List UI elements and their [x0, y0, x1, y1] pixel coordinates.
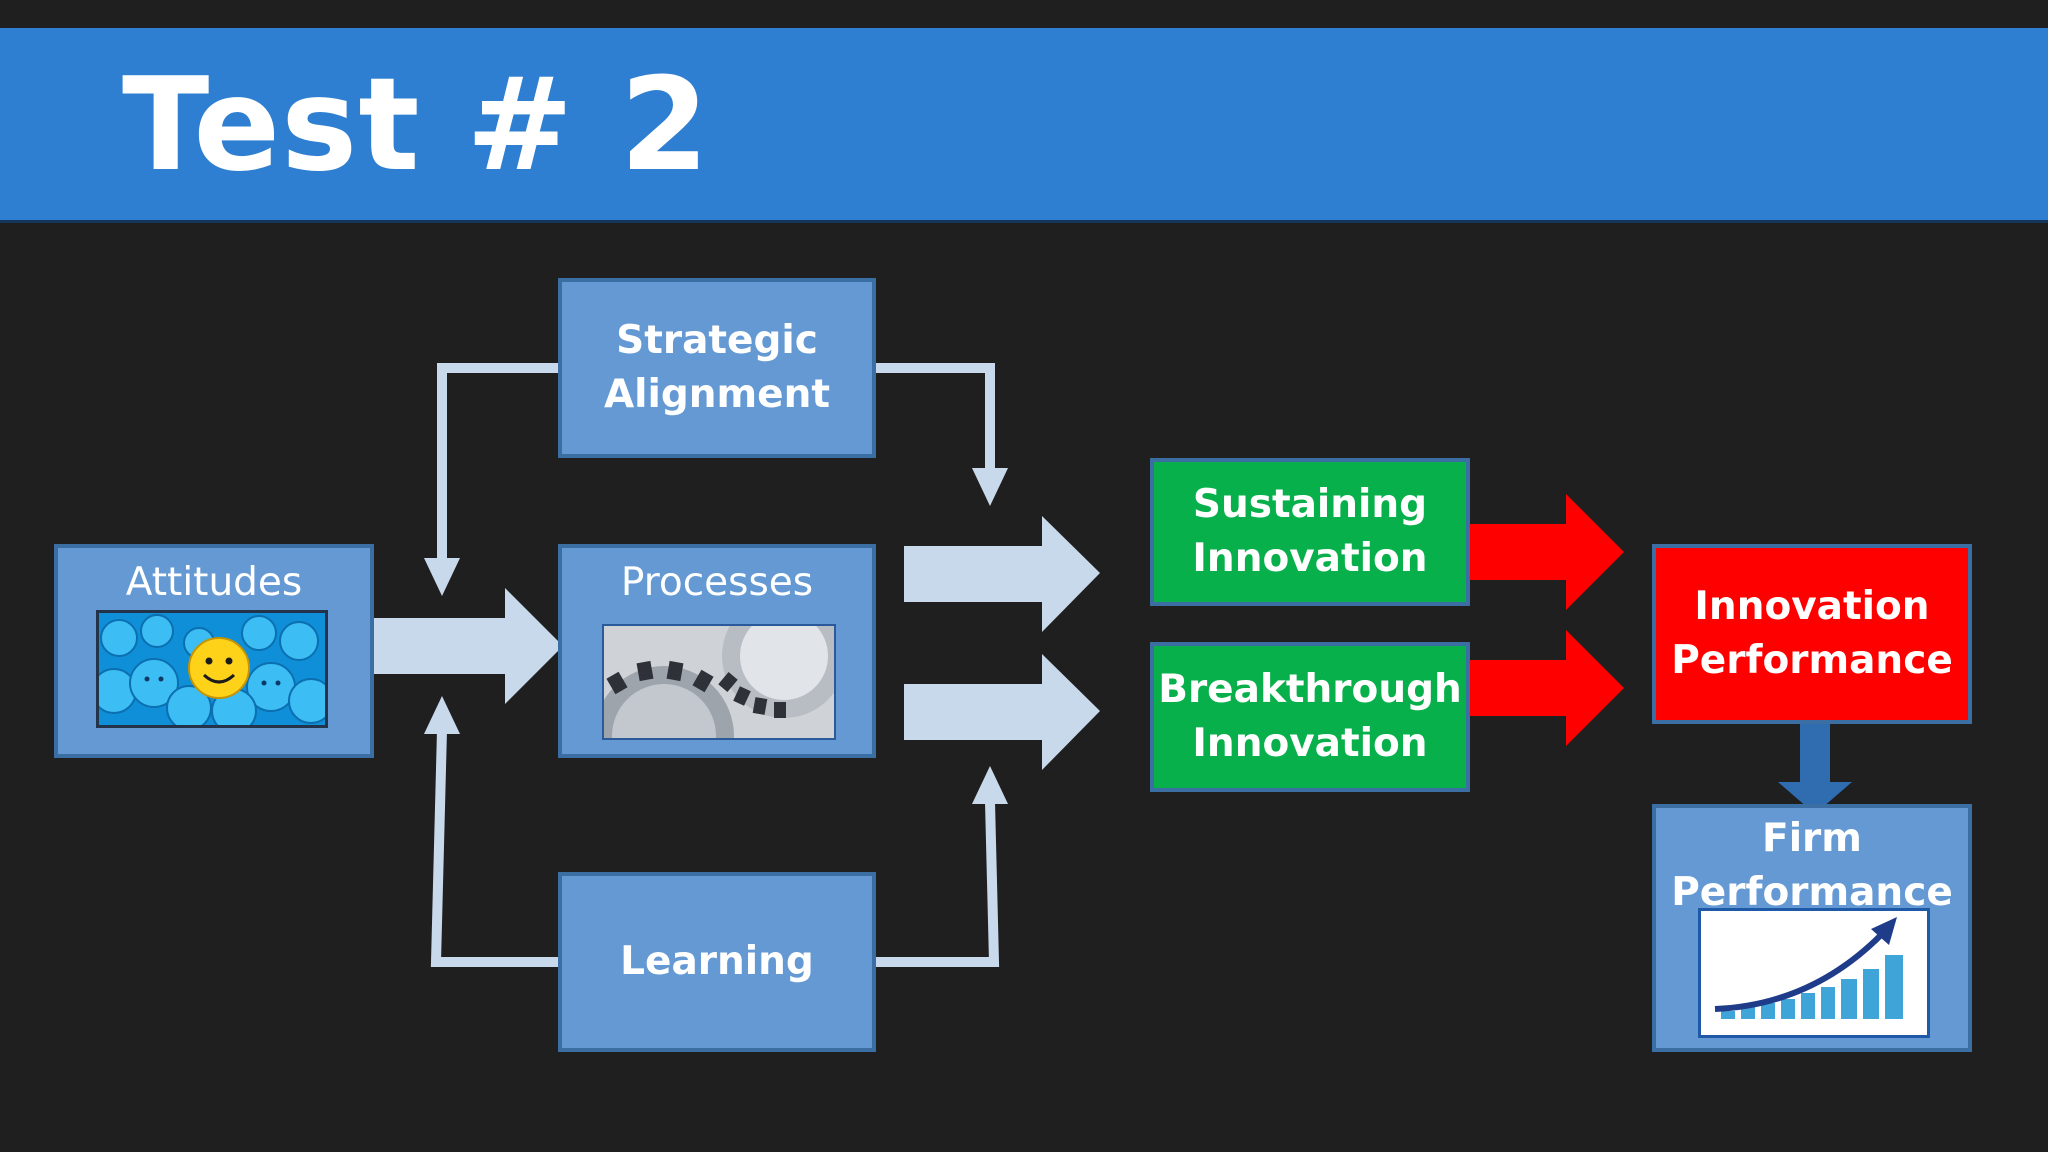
connector-strategic-to-innovation: [876, 363, 995, 470]
growth-chart-graphic: [1701, 911, 1927, 1035]
connector-strategic-to-processes-head: [424, 558, 460, 596]
node-innovation-performance-label: Innovation Performance: [1671, 584, 1953, 683]
gears-graphic: [604, 626, 834, 738]
node-sustaining-innovation-label: Sustaining Innovation: [1192, 482, 1428, 581]
connector-learning-to-processes: [430, 729, 558, 967]
node-innovation-performance: Innovation Performance: [1652, 544, 1972, 724]
arrow-sustaining-to-performance: [1470, 494, 1624, 610]
node-attitudes: Attitudes: [54, 544, 374, 758]
arrow-innovation-to-firm: [1778, 695, 1852, 814]
smiley-crowd-image: [96, 610, 328, 728]
connector-strategic-to-innovation-head: [972, 468, 1008, 506]
growth-chart-image: [1698, 908, 1930, 1038]
arrow-breakthrough-to-performance: [1470, 630, 1624, 746]
node-attitudes-label: Attitudes: [125, 560, 303, 605]
title-band: [0, 28, 2048, 223]
node-learning-label: Learning: [620, 939, 814, 984]
connector-learning-to-processes-head: [424, 696, 460, 734]
smiley-crowd-graphic: [99, 613, 325, 725]
arrow-processes-to-sustaining: [904, 516, 1100, 632]
node-firm-performance: Firm Performance: [1652, 804, 1972, 1052]
arrow-processes-to-breakthrough: [904, 654, 1100, 770]
node-firm-performance-label: Firm Performance: [1671, 816, 1953, 915]
node-breakthrough-innovation-label: Breakthrough Innovation: [1158, 667, 1462, 766]
node-strategic-alignment-label: Strategic Alignment: [603, 318, 831, 417]
node-learning: Learning: [558, 872, 876, 1052]
node-processes: Processes: [558, 544, 876, 758]
node-processes-label: Processes: [620, 560, 814, 605]
node-sustaining-innovation: Sustaining Innovation: [1150, 458, 1470, 606]
gears-image: [602, 624, 836, 740]
node-strategic-alignment: Strategic Alignment: [558, 278, 876, 458]
node-breakthrough-innovation: Breakthrough Innovation: [1150, 642, 1470, 792]
arrow-attitudes-to-processes: [368, 588, 563, 704]
slide-title: Test # 2: [122, 51, 710, 200]
connector-learning-to-innovation: [876, 801, 1000, 967]
connector-learning-to-innovation-head: [972, 766, 1008, 804]
connector-strategic-to-processes: [437, 363, 558, 560]
